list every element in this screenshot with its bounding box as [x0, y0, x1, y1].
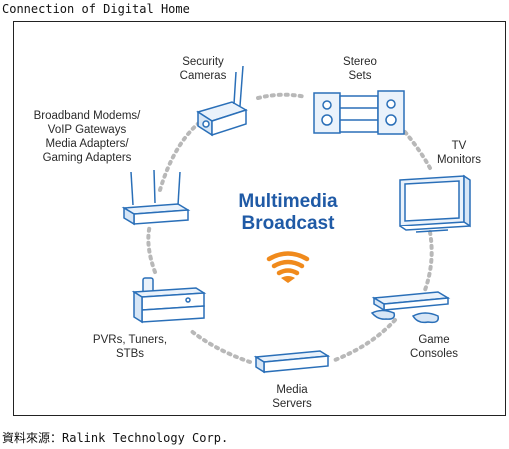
source-caption: 資料來源：Ralink Technology Corp.: [2, 431, 229, 445]
center-title-line2: Broadcast: [241, 213, 335, 234]
broadcast-waves-icon: [266, 251, 310, 276]
security-camera-icon: [196, 65, 248, 137]
tv-monitor-icon: [399, 174, 471, 233]
broadband-modem-icon: [121, 169, 191, 226]
media-server-icon: [253, 350, 331, 374]
center-title: Multimedia Broadcast: [200, 191, 376, 235]
stereo-set-icon: [313, 90, 405, 135]
broadcast-source-icon: [281, 276, 295, 283]
pvr-tuner-icon: [131, 277, 207, 324]
center-title-line1: Multimedia: [238, 191, 338, 212]
game-console-icon: [370, 291, 451, 324]
label-pvrs-tuners-stbs: PVRs, Tuners,STBs: [92, 334, 168, 360]
figure-title: Connection of Digital Home: [2, 2, 190, 16]
